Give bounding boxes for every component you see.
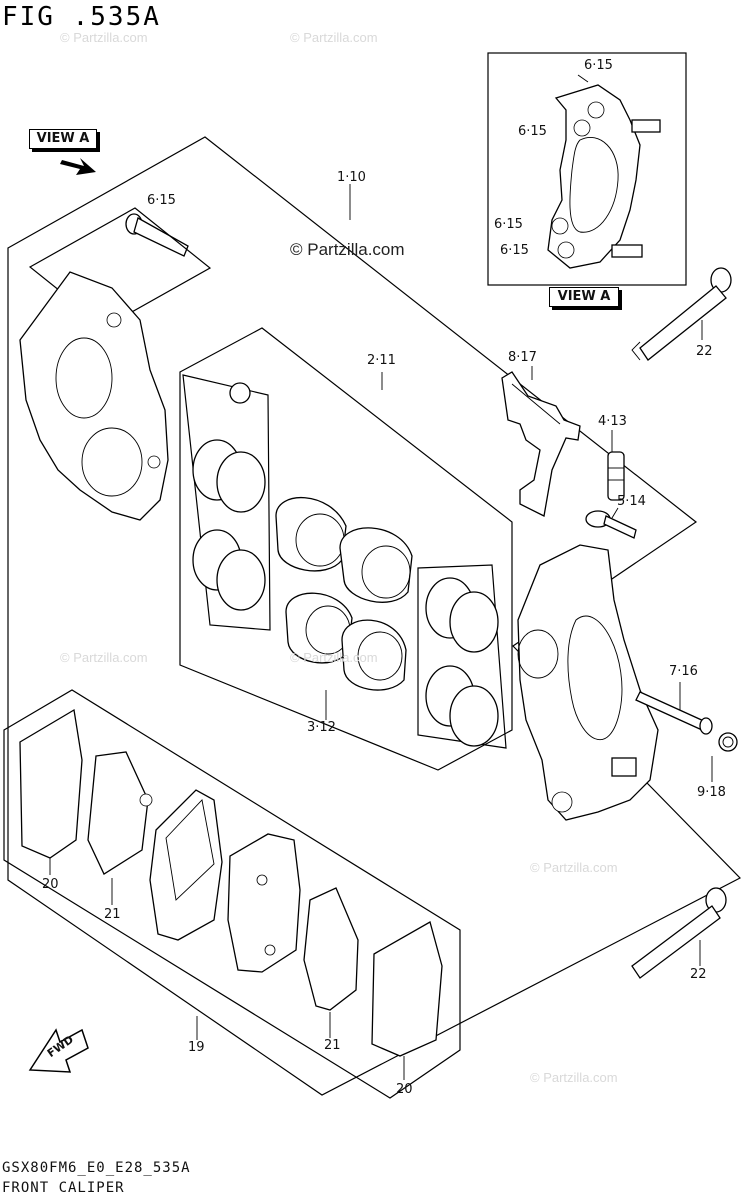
pistons xyxy=(275,496,413,691)
callout-19: 19 xyxy=(188,1040,205,1055)
piston-group-box xyxy=(179,327,513,771)
callout-8-17: 8·17 xyxy=(508,350,537,365)
callout-6-15-inset-d: 6·15 xyxy=(500,243,529,258)
inset-caliper xyxy=(547,74,661,269)
seal-rings-left xyxy=(192,439,266,611)
callout-21-top: 21 xyxy=(104,907,121,922)
pad-kit-boundary xyxy=(3,689,461,1099)
callout-4-13: 4·13 xyxy=(598,414,627,429)
arrow-icon xyxy=(60,158,96,175)
mount-bolt-top xyxy=(631,267,732,361)
pad-shim-right xyxy=(371,921,443,1057)
figure-title: FIG .535A xyxy=(2,2,161,32)
pad-backing-right xyxy=(303,887,359,1011)
assembly-boundary xyxy=(7,136,741,1096)
callout-6-15-inset-b: 6·15 xyxy=(518,124,547,139)
pad-backing-left xyxy=(87,751,153,875)
watermark-faint-4: © Partzilla.com xyxy=(290,650,378,665)
pad-spring-bracket xyxy=(501,371,581,517)
watermark-faint-1: © Partzilla.com xyxy=(60,30,148,45)
watermark-faint-2: © Partzilla.com xyxy=(290,30,378,45)
callout-3-12: 3·12 xyxy=(307,720,336,735)
section-name: FRONT CALIPER xyxy=(2,1180,125,1196)
pad-shim-left xyxy=(19,708,83,859)
watermark-faint-3: © Partzilla.com xyxy=(60,650,148,665)
pad-pin xyxy=(635,691,713,735)
leader-lines xyxy=(49,184,713,1080)
mount-bolt-bottom xyxy=(631,887,727,979)
brake-pad-right xyxy=(227,833,301,973)
model-code: GSX80FM6_E0_E28_535A xyxy=(2,1160,191,1176)
fwd-arrow-icon xyxy=(28,1028,89,1073)
view-a-label: VIEW A xyxy=(29,129,97,149)
callout-5-14: 5·14 xyxy=(617,494,646,509)
seal-rings-right xyxy=(425,577,499,747)
callout-20-top: 20 xyxy=(42,877,59,892)
view-a-inset-label: VIEW A xyxy=(549,287,619,307)
inset-box xyxy=(487,52,687,286)
callout-2-11: 2·11 xyxy=(367,353,396,368)
watermark-faint-5: © Partzilla.com xyxy=(530,860,618,875)
bleeder-valve xyxy=(607,451,625,501)
callout-9-18: 9·18 xyxy=(697,785,726,800)
callout-7-16: 7·16 xyxy=(669,664,698,679)
caliper-right-half xyxy=(517,544,659,821)
callout-21-bottom: 21 xyxy=(324,1038,341,1053)
brake-pad-left xyxy=(149,789,223,941)
callout-22-bottom: 22 xyxy=(690,967,707,982)
pin-clip xyxy=(718,732,738,752)
callout-22-top: 22 xyxy=(696,344,713,359)
watermark-faint-6: © Partzilla.com xyxy=(530,1070,618,1085)
callout-1-10: 1·10 xyxy=(337,170,366,185)
watermark-center: © Partzilla.com xyxy=(290,240,405,259)
bleeder-cap xyxy=(585,510,637,539)
callout-6-15-inset-a: 6·15 xyxy=(584,58,613,73)
callout-6-15-bolt: 6·15 xyxy=(147,193,176,208)
callout-20-bottom: 20 xyxy=(396,1082,413,1097)
seal-plate-right xyxy=(417,564,507,749)
caliper-left-half xyxy=(19,271,169,521)
callout-6-15-inset-c: 6·15 xyxy=(494,217,523,232)
